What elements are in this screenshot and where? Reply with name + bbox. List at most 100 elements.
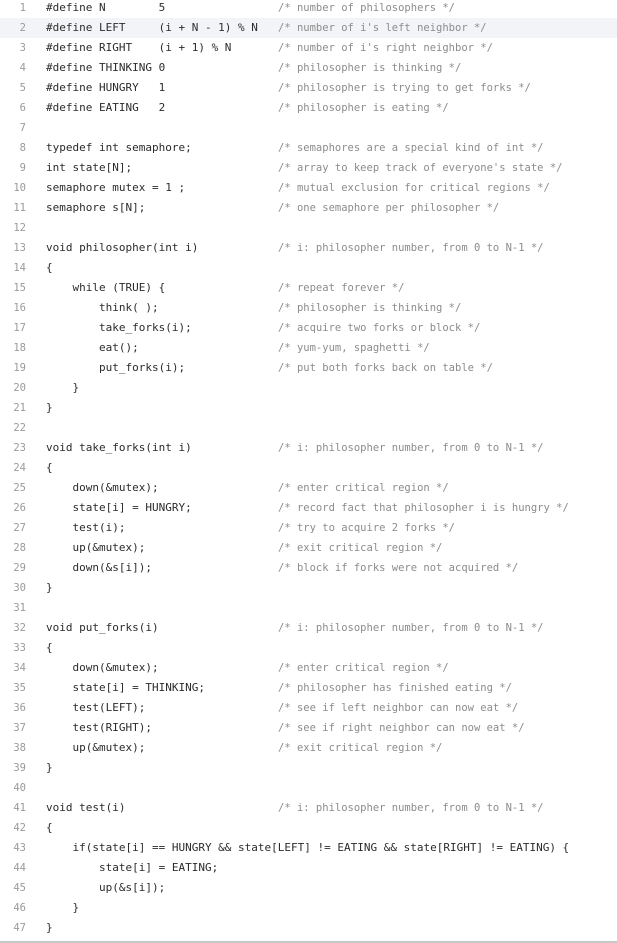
code-text: int state[N]; <box>46 161 133 174</box>
code-line[interactable]: 18 eat();/* yum-yum, spaghetti */ <box>0 338 617 358</box>
code-line[interactable]: 27 test(i);/* try to acquire 2 forks */ <box>0 518 617 538</box>
code-text: #define EATING 2 <box>46 101 166 114</box>
line-number: 26 <box>13 502 26 514</box>
code-line[interactable]: 1#define N 5/* number of philosophers */ <box>0 0 617 18</box>
code-text: state[i] = HUNGRY; <box>46 501 192 514</box>
code-line[interactable]: 26 state[i] = HUNGRY; /* record fact that… <box>0 498 617 518</box>
line-number: 22 <box>13 422 26 434</box>
code-comment: /* record fact that philosopher i is hun… <box>278 502 569 514</box>
code-text: #define N 5 <box>46 1 166 14</box>
code-text: state[i] = THINKING; <box>46 681 205 694</box>
line-number: 32 <box>13 622 26 634</box>
line-number: 4 <box>19 62 26 74</box>
code-line[interactable]: 36 test(LEFT);/* see if left neighbor ca… <box>0 698 617 718</box>
code-line[interactable]: 33{ <box>0 638 617 658</box>
line-number: 8 <box>19 142 26 154</box>
code-comment: /* philosopher is thinking */ <box>278 302 462 314</box>
code-line[interactable]: 35 state[i] = THINKING;/* philosopher ha… <box>0 678 617 698</box>
code-line[interactable]: 14{ <box>0 258 617 278</box>
code-line[interactable]: 17 take_forks(i);/* acquire two forks or… <box>0 318 617 338</box>
code-line[interactable]: 9 int state[N]; /* array to keep track of … <box>0 158 617 178</box>
code-line[interactable]: 2#define LEFT (i + N - 1) % N/* number o… <box>0 18 617 38</box>
line-number: 47 <box>13 922 26 934</box>
code-text: } <box>46 581 53 594</box>
code-line[interactable]: 15 while (TRUE) {/* repeat forever */ <box>0 278 617 298</box>
code-line[interactable]: 6#define EATING 2/* philosopher is eatin… <box>0 98 617 118</box>
code-comment: /* enter critical region */ <box>278 662 449 674</box>
code-line[interactable]: 43 if(state[i] == HUNGRY && state[LEFT] … <box>0 838 617 858</box>
code-comment: /* see if left neighbor can now eat */ <box>278 702 519 714</box>
line-number: 44 <box>13 862 26 874</box>
code-text: #define RIGHT (i + 1) % N <box>46 41 232 54</box>
code-line[interactable]: 29 down(&s[i]);/* block if forks were no… <box>0 558 617 578</box>
code-line[interactable]: 42{ <box>0 818 617 838</box>
code-line[interactable]: 24{ <box>0 458 617 478</box>
code-comment: /* semaphores are a special kind of int … <box>278 142 544 154</box>
code-text: } <box>46 901 80 914</box>
code-text: } <box>46 381 80 394</box>
code-text: up(&mutex); <box>46 741 146 754</box>
code-comment: /* array to keep track of everyone's sta… <box>278 162 563 174</box>
code-line[interactable]: 22 <box>0 418 617 438</box>
code-comment: /* i: philosopher number, from 0 to N-1 … <box>278 802 544 814</box>
code-line[interactable]: 39} <box>0 758 617 778</box>
code-text: void take_forks(int i) <box>46 441 192 454</box>
code-line[interactable]: 25 down(&mutex);/* enter critical region… <box>0 478 617 498</box>
code-line[interactable]: 19 put_forks(i);/* put both forks back o… <box>0 358 617 378</box>
code-line[interactable]: 31 <box>0 598 617 618</box>
code-line[interactable]: 44 state[i] = EATING; <box>0 858 617 878</box>
code-line[interactable]: 12 <box>0 218 617 238</box>
code-comment: /* acquire two forks or block */ <box>278 322 481 334</box>
code-line[interactable]: 21} <box>0 398 617 418</box>
code-line[interactable]: 46 } <box>0 898 617 918</box>
line-number: 17 <box>13 322 26 334</box>
line-number: 23 <box>13 442 26 454</box>
code-line[interactable]: 7 <box>0 118 617 138</box>
code-text: think( ); <box>46 301 159 314</box>
line-number: 11 <box>13 202 26 214</box>
line-number: 13 <box>13 242 26 254</box>
code-line[interactable]: 45 up(&s[i]); <box>0 878 617 898</box>
line-number: 15 <box>13 282 26 294</box>
code-line[interactable]: 38 up(&mutex);/* exit critical region */ <box>0 738 617 758</box>
code-line[interactable]: 28 up(&mutex);/* exit critical region */ <box>0 538 617 558</box>
line-number: 2 <box>19 22 26 34</box>
code-comment: /* repeat forever */ <box>278 282 405 294</box>
code-comment: /* i: philosopher number, from 0 to N-1 … <box>278 442 544 454</box>
code-text: test(RIGHT); <box>46 721 152 734</box>
code-line[interactable]: 20 } <box>0 378 617 398</box>
line-number: 20 <box>13 382 26 394</box>
code-comment: /* see if right neighbor can now eat */ <box>278 722 525 734</box>
code-line[interactable]: 47} <box>0 918 617 938</box>
code-comment: /* number of philosophers */ <box>278 2 456 14</box>
code-comment: /* exit critical region */ <box>278 742 443 754</box>
line-number: 34 <box>13 662 26 674</box>
line-number: 25 <box>13 482 26 494</box>
code-line[interactable]: 23 void take_forks(int i) /* i: philosophe… <box>0 438 617 458</box>
line-number: 30 <box>13 582 26 594</box>
code-text: test(i); <box>46 521 126 534</box>
code-text: if(state[i] == HUNGRY && state[LEFT] != … <box>46 841 570 854</box>
code-line[interactable]: 34 down(&mutex);/* enter critical region… <box>0 658 617 678</box>
code-text: #define LEFT (i + N - 1) % N <box>46 21 258 34</box>
code-line[interactable]: 16 think( );/* philosopher is thinking *… <box>0 298 617 318</box>
code-line[interactable]: 3#define RIGHT (i + 1) % N/* number of i… <box>0 38 617 58</box>
line-number: 3 <box>19 42 26 54</box>
code-line[interactable]: 5#define HUNGRY 1/* philosopher is tryin… <box>0 78 617 98</box>
line-number: 19 <box>13 362 26 374</box>
code-line[interactable]: 37 test(RIGHT);/* see if right neighbor … <box>0 718 617 738</box>
line-number: 9 <box>19 162 26 174</box>
code-line[interactable]: 40 <box>0 778 617 798</box>
code-comment: /* enter critical region */ <box>278 482 449 494</box>
code-line[interactable]: 4#define THINKING 0/* philosopher is thi… <box>0 58 617 78</box>
code-text: } <box>46 401 53 414</box>
line-number: 7 <box>19 122 26 134</box>
code-line[interactable]: 30} <box>0 578 617 598</box>
